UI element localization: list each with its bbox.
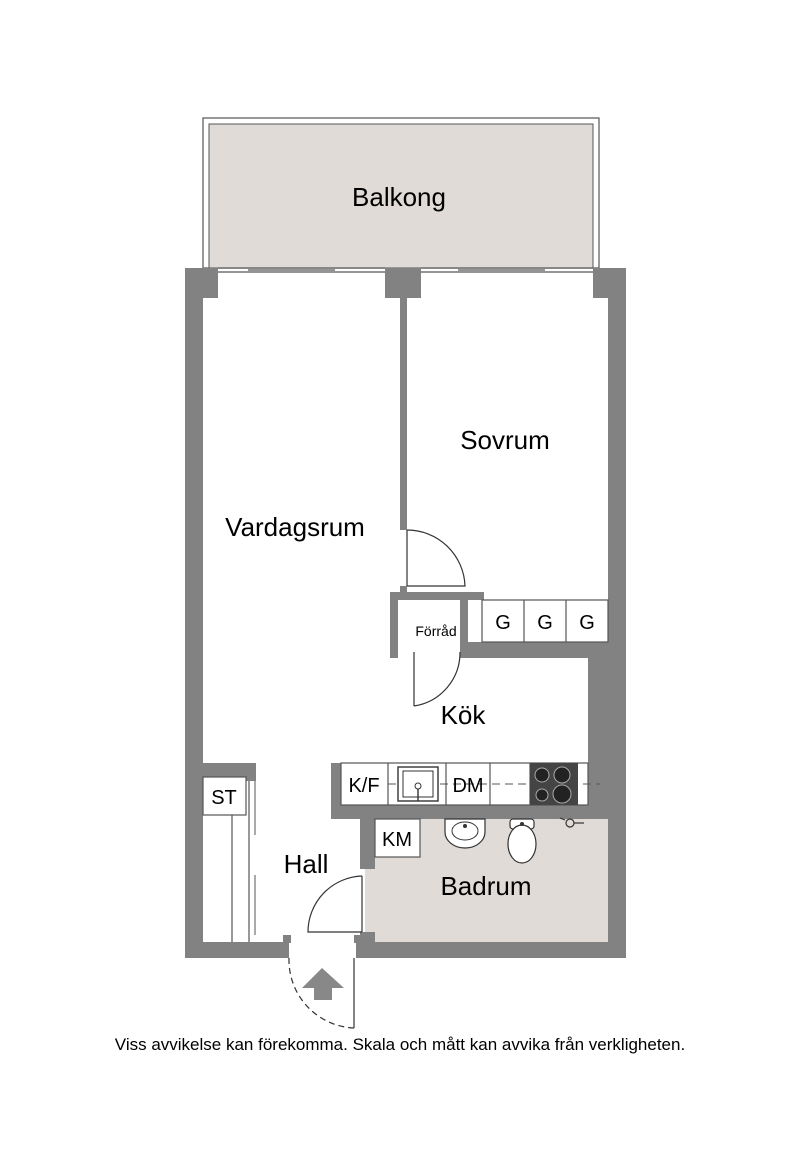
storage-closet: ST (202, 776, 256, 942)
room-label-forrad: Förråd (415, 623, 456, 639)
room-label-hall: Hall (284, 849, 329, 879)
toilet-icon (507, 818, 537, 864)
washbasin-icon (444, 818, 486, 849)
balcony-floor (208, 123, 594, 269)
outer-walls (185, 268, 626, 958)
shower-icon (559, 817, 584, 828)
wardrobe-label-2: G (537, 612, 553, 634)
kitchen-counter: K/F DM (340, 762, 600, 806)
entrance-arrow-icon (302, 968, 344, 1000)
room-label-vardagsrum: Vardagsrum (225, 512, 365, 542)
doors (288, 529, 466, 1029)
fridge-freezer-label: K/F (348, 775, 379, 797)
storage-label: ST (211, 787, 237, 809)
wardrobe-label-3: G (579, 612, 595, 634)
windows (218, 267, 593, 273)
wardrobes: G G G (481, 599, 609, 643)
sink-icon (397, 766, 439, 802)
interior-walls (203, 298, 608, 944)
room-label-badrum: Badrum (440, 871, 531, 901)
room-label-balkong: Balkong (352, 182, 446, 212)
bathroom-fixtures: KM (374, 817, 584, 864)
stove-icon (530, 763, 578, 805)
room-label-sovrum: Sovrum (460, 425, 550, 455)
disclaimer-text: Viss avvikelse kan förekomma. Skala och … (114, 1035, 686, 1054)
balcony (202, 117, 600, 269)
dishwasher-label: DM (452, 775, 483, 797)
washing-machine-label: KM (382, 829, 412, 851)
floor-plan: G G G ST K/F (185, 117, 626, 1029)
wardrobe-label-1: G (495, 612, 511, 634)
room-label-kok: Kök (441, 700, 487, 730)
